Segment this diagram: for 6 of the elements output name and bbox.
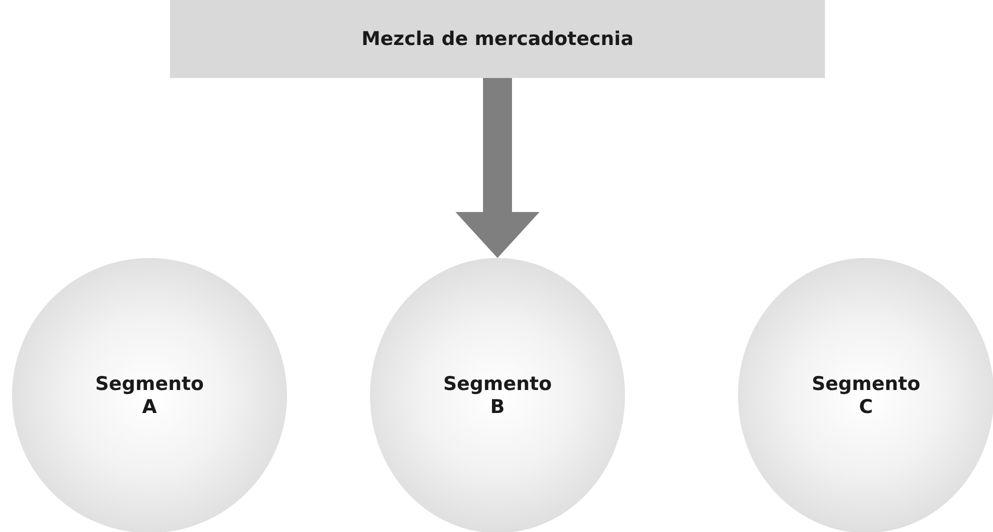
title-box — [170, 0, 825, 78]
block-arrow — [456, 78, 540, 258]
node-label: Segmento B — [442, 372, 552, 418]
node-label: Segmento C — [811, 372, 921, 418]
node-label: Mezcla de mercadotecnia — [361, 28, 634, 50]
node-label: Segmento A — [94, 372, 204, 418]
